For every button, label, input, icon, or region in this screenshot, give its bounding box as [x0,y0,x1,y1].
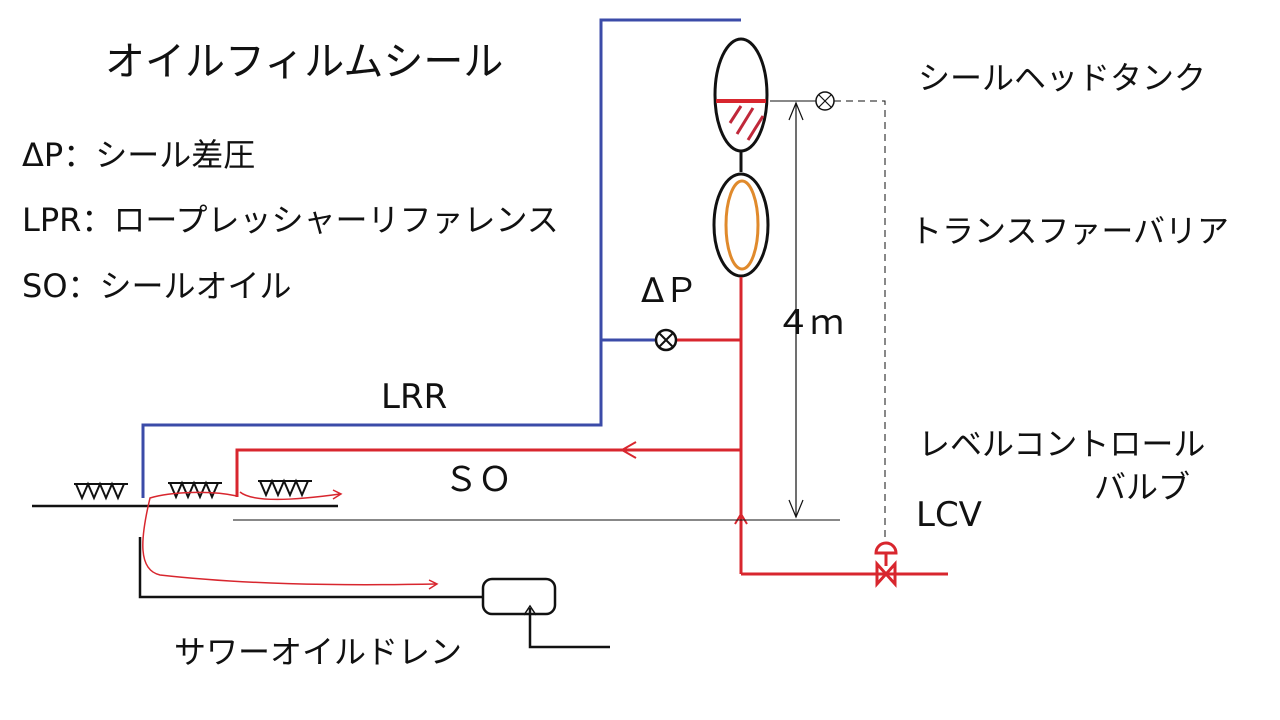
height-arrow-top [788,101,804,121]
lcv-valve-icon [874,541,898,588]
transfer-barrier [712,172,770,278]
level-signal-dashed [834,100,886,540]
label-lrr: LRR [381,377,448,417]
so-arrow-left [619,441,637,459]
diagram-title: オイルフィルムシール [105,39,504,85]
oil-flow-right [239,491,341,501]
transfer-barrier-inner [724,179,760,271]
level-sensor-icon [815,91,835,111]
oil-flow-left-arrow [428,579,439,590]
so-supply-line [235,448,741,497]
label-height: ４ｍ [776,303,844,343]
sour-oil-drain-tank [481,577,557,616]
drain-outlet-arrow [523,604,537,616]
label-transfer-barrier: トランスファーバリア [910,212,1230,250]
riser-arrow-up [734,512,748,525]
lpr-line [141,18,741,498]
legend-so: SO：シールオイル [22,267,292,305]
oil-flow-left [142,491,437,586]
drain-pipe [138,537,483,599]
label-delta-p: ΔＰ [641,271,699,311]
legend-lpr: LPR：ロープレッシャーリファレンス [22,201,559,239]
label-level-control-valve-2: バルブ [1094,468,1191,506]
label-so: ＳＯ [444,460,512,500]
drain-outlet-pipe [528,608,610,649]
label-sour-oil-drain: サワーオイルドレン [174,633,463,671]
height-arrow-bottom [788,499,804,519]
delta-p-gauge-icon [654,328,678,352]
tank-oil-hatch [728,105,765,141]
label-seal-head-tank: シールヘッドタンク [918,59,1207,97]
oil-flow-right-arrow [332,489,343,500]
labyrinth-teeth [74,478,312,501]
legend-delta-p: ΔP：シール差圧 [22,136,256,174]
seal-head-tank [713,37,769,153]
label-lcv: LCV [916,495,982,535]
label-level-control-valve-1: レベルコントロール [918,425,1206,463]
